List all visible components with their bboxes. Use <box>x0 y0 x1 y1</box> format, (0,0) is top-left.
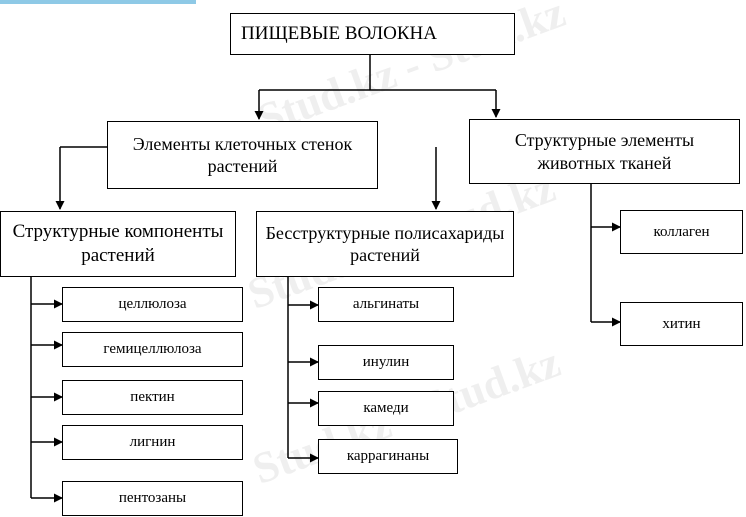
item-pentosans: пентозаны <box>62 481 243 516</box>
item-alginates: альгинаты <box>318 287 454 322</box>
item-cellulose: целлюлоза <box>62 287 243 322</box>
item-collagen: коллаген <box>620 210 743 254</box>
structural-components-node: Структурные компоненты растений <box>0 211 236 277</box>
top-accent-bar <box>0 0 196 4</box>
item-lignin: лигнин <box>62 425 243 460</box>
item-pectin: пектин <box>62 380 243 415</box>
item-hemicellulose: гемицеллюлоза <box>62 332 243 367</box>
item-chitin: хитин <box>620 302 743 346</box>
root-node: ПИЩЕВЫЕ ВОЛОКНА <box>230 13 515 55</box>
animal-tissue-node: Структурные элементы животных тканей <box>469 119 740 184</box>
item-inulin: инулин <box>318 345 454 380</box>
item-gums: камеди <box>318 391 454 426</box>
item-carrageenans: каррагинаны <box>318 439 458 474</box>
plant-cell-node: Элементы клеточных стенок растений <box>107 121 378 189</box>
nonstructural-polysaccharides-node: Бесструктурные полисахариды растений <box>256 211 514 277</box>
